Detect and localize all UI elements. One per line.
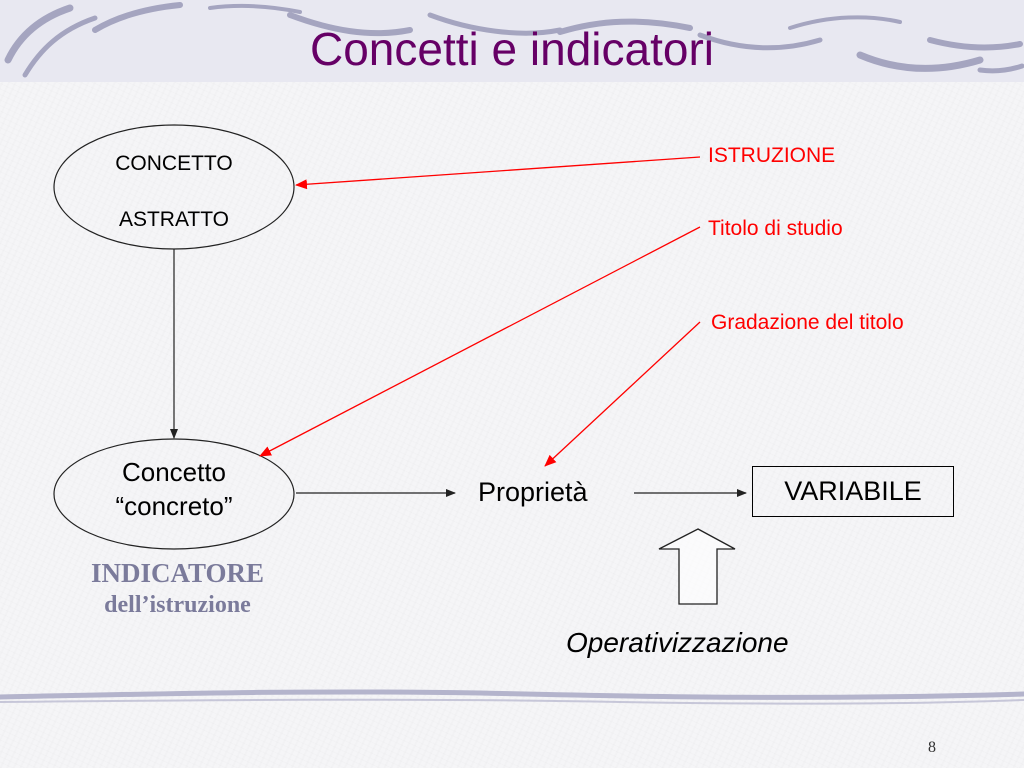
indicatore-subheading: dell’istruzione — [50, 589, 305, 621]
titolo-arrow — [260, 227, 700, 456]
concrete-concept-label: Concetto “concreto” — [84, 455, 264, 523]
concrete-concept-line2: “concreto” — [84, 489, 264, 523]
gradazione-arrow — [545, 322, 700, 466]
concrete-concept-line1: Concetto — [84, 455, 264, 489]
variable-box: VARIABILE — [752, 466, 954, 517]
slide-title: Concetti e indicatori — [0, 22, 1024, 76]
operativizzazione-up-arrow-icon — [659, 529, 735, 604]
titolo-label: Titolo di studio — [708, 217, 843, 241]
abstract-concept-line1: CONCETTO — [94, 150, 254, 178]
abstract-concept-line2: ASTRATTO — [94, 206, 254, 234]
istruzione-arrow — [296, 157, 700, 185]
indicatore-label: INDICATORE dell’istruzione — [50, 557, 305, 621]
gradazione-label: Gradazione del titolo — [711, 311, 904, 335]
page-number: 8 — [928, 739, 936, 757]
istruzione-label: ISTRUZIONE — [708, 144, 835, 168]
indicatore-heading: INDICATORE — [50, 557, 305, 589]
property-label: Proprietà — [478, 477, 588, 508]
operativizzazione-label: Operativizzazione — [566, 627, 789, 659]
decorative-swoosh-bottom — [0, 692, 1024, 704]
abstract-concept-label: CONCETTO ASTRATTO — [94, 150, 254, 234]
